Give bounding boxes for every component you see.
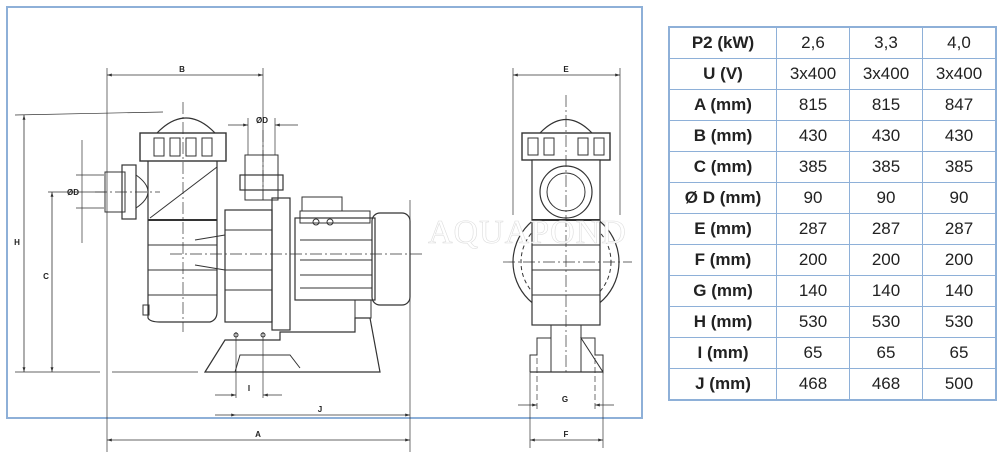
row-label: A (mm) xyxy=(668,89,777,121)
table-cell: 200 xyxy=(776,244,850,276)
dim-label-b: B xyxy=(179,65,185,74)
table-cell: 430 xyxy=(776,120,850,152)
dim-label-e: E xyxy=(563,65,569,74)
row-label: F (mm) xyxy=(668,244,777,276)
row-label: B (mm) xyxy=(668,120,777,152)
table-cell: 500 xyxy=(922,368,997,401)
dim-label-g: G xyxy=(562,395,568,404)
pump-dimension-drawing: B H C ØD ØD I J A E G F AQUAPOND xyxy=(14,65,632,452)
table-cell: 4,0 xyxy=(922,26,997,59)
row-label: I (mm) xyxy=(668,337,777,369)
table-cell: 3x400 xyxy=(849,58,923,90)
row-label: P2 (kW) xyxy=(668,26,777,59)
dim-label-h: H xyxy=(14,238,20,247)
table-cell: 90 xyxy=(776,182,850,214)
dim-label-c: C xyxy=(43,272,49,281)
table-cell: 3x400 xyxy=(776,58,850,90)
table-cell: 90 xyxy=(922,182,997,214)
table-cell: 468 xyxy=(776,368,850,401)
dim-label-j: J xyxy=(318,405,322,414)
table-cell: 2,6 xyxy=(776,26,850,59)
table-cell: 815 xyxy=(776,89,850,121)
table-cell: 287 xyxy=(922,213,997,245)
table-cell: 468 xyxy=(849,368,923,401)
table-cell: 815 xyxy=(849,89,923,121)
table-cell: 287 xyxy=(776,213,850,245)
side-view xyxy=(14,68,425,452)
table-cell: 3,3 xyxy=(849,26,923,59)
table-cell: 385 xyxy=(922,151,997,183)
table-cell: 65 xyxy=(776,337,850,369)
row-label: C (mm) xyxy=(668,151,777,183)
row-label: J (mm) xyxy=(668,368,777,401)
table-cell: 140 xyxy=(849,275,923,307)
table-cell: 3x400 xyxy=(922,58,997,90)
dim-label-i: I xyxy=(248,384,250,393)
table-cell: 140 xyxy=(776,275,850,307)
table-cell: 847 xyxy=(922,89,997,121)
dim-label-d-side: ØD xyxy=(67,188,79,197)
table-cell: 430 xyxy=(849,120,923,152)
dim-label-f: F xyxy=(564,430,569,439)
row-label: U (V) xyxy=(668,58,777,90)
dim-label-a: A xyxy=(255,430,261,439)
table-cell: 287 xyxy=(849,213,923,245)
table-cell: 385 xyxy=(776,151,850,183)
table-cell: 530 xyxy=(849,306,923,338)
row-label: Ø D (mm) xyxy=(668,182,777,214)
table-cell: 90 xyxy=(849,182,923,214)
row-label: G (mm) xyxy=(668,275,777,307)
table-cell: 140 xyxy=(922,275,997,307)
table-cell: 200 xyxy=(922,244,997,276)
table-cell: 530 xyxy=(922,306,997,338)
table-cell: 385 xyxy=(849,151,923,183)
table-cell: 430 xyxy=(922,120,997,152)
drawing-frame xyxy=(6,6,643,419)
row-label: H (mm) xyxy=(668,306,777,338)
table-cell: 530 xyxy=(776,306,850,338)
table-cell: 65 xyxy=(922,337,997,369)
table-cell: 65 xyxy=(849,337,923,369)
dim-label-d-top: ØD xyxy=(256,116,268,125)
row-label: E (mm) xyxy=(668,213,777,245)
front-view xyxy=(503,68,632,448)
watermark: AQUAPOND xyxy=(428,214,627,251)
table-cell: 200 xyxy=(849,244,923,276)
